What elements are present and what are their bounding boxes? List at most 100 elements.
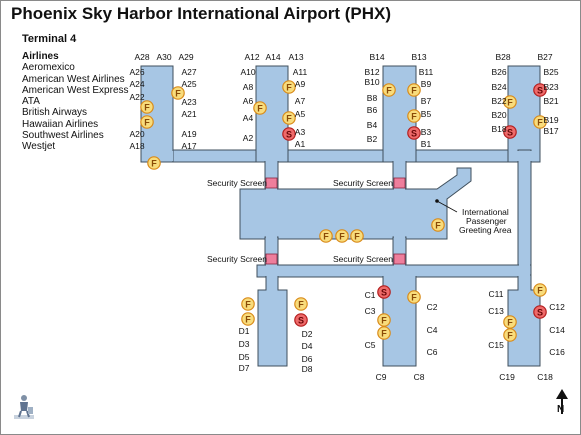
gate-label: A1 <box>295 139 306 149</box>
airline-list: Airlines Aeromexico American West Airlin… <box>22 51 129 153</box>
shop-marker-icon: S <box>533 83 547 97</box>
gate-label: C11 <box>489 289 504 299</box>
gate-label: D8 <box>302 364 313 374</box>
food-marker-label: F <box>286 113 292 123</box>
shop-marker-label: S <box>537 307 543 317</box>
food-marker-label: F <box>381 328 387 338</box>
gate-label: A18 <box>129 141 144 151</box>
north-corridor <box>145 149 534 163</box>
gate-label: B17 <box>543 126 558 136</box>
food-marker-label: F <box>435 220 441 230</box>
food-marker-label: F <box>537 285 543 295</box>
greeting-area-label: Greeting Area <box>459 225 512 235</box>
food-marker-icon: F <box>533 115 547 129</box>
food-marker-label: F <box>507 317 513 327</box>
gate-label: A23 <box>181 97 196 107</box>
food-marker-icon: F <box>503 315 517 329</box>
food-marker-icon: F <box>294 297 308 311</box>
gate-label: B21 <box>543 96 558 106</box>
food-marker-label: F <box>507 97 513 107</box>
airline-item: Westjet <box>22 141 56 153</box>
gate-label: B27 <box>537 52 552 62</box>
gate-label: A30 <box>156 52 171 62</box>
north-label: N <box>557 404 564 415</box>
gate-label: D5 <box>239 352 250 362</box>
food-marker-label: F <box>323 231 329 241</box>
gate-label: B28 <box>495 52 510 62</box>
gate-label: A12 <box>244 52 259 62</box>
concourse-d <box>257 274 288 367</box>
gate-label: A7 <box>295 96 306 106</box>
gate-label: C8 <box>414 372 425 382</box>
gate-label: B3 <box>421 127 432 137</box>
food-marker-label: F <box>175 88 181 98</box>
food-marker-label: F <box>286 82 292 92</box>
gate-label: B8 <box>367 93 378 103</box>
gate-label: A24 <box>129 79 144 89</box>
security-screen-label: Security Screen <box>333 254 393 264</box>
food-marker-icon: F <box>140 115 154 129</box>
food-marker-icon: F <box>171 86 185 100</box>
food-marker-label: F <box>411 292 417 302</box>
gate-label: A17 <box>181 141 196 151</box>
food-marker-label: F <box>339 231 345 241</box>
gate-label: B18 <box>491 124 506 134</box>
greeting-area-label: International <box>462 207 509 217</box>
gate-label: C13 <box>488 306 504 316</box>
gate-label: A14 <box>265 52 280 62</box>
gate-label: A10 <box>240 67 255 77</box>
food-marker-icon: F <box>350 229 364 243</box>
shop-marker-icon: S <box>294 313 308 327</box>
gate-label: D3 <box>239 339 250 349</box>
gate-label: C14 <box>549 325 565 335</box>
airline-item: American West Airlines <box>22 73 125 85</box>
gate-label: A11 <box>293 67 308 77</box>
shop-marker-label: S <box>537 85 543 95</box>
food-marker-icon: F <box>282 111 296 125</box>
shop-marker-icon: S <box>407 126 421 140</box>
gate-label: C1 <box>365 290 376 300</box>
north-arrow-icon: N <box>556 389 568 415</box>
greeting-area-label: Passenger <box>466 216 507 226</box>
security-screen-label: Security Screen <box>333 178 393 188</box>
food-marker-label: F <box>245 299 251 309</box>
gate-label: B6 <box>367 105 378 115</box>
shop-marker-label: S <box>381 287 387 297</box>
gate-label: A6 <box>243 96 254 106</box>
food-marker-label: F <box>354 231 360 241</box>
gate-label: B4 <box>367 120 378 130</box>
shop-marker-icon: S <box>503 125 517 139</box>
gate-label: A8 <box>243 82 254 92</box>
gate-label: C4 <box>427 325 438 335</box>
food-marker-icon: F <box>241 297 255 311</box>
gate-label: D6 <box>302 354 313 364</box>
gate-label: C9 <box>376 372 387 382</box>
food-marker-label: F <box>507 330 513 340</box>
airline-item: Southwest Airlines <box>22 130 104 142</box>
shop-marker-label: S <box>507 127 513 137</box>
gate-label: B20 <box>491 110 506 120</box>
gate-label: C16 <box>549 347 565 357</box>
gate-label: B22 <box>491 96 506 106</box>
security-screen-marker <box>265 177 278 189</box>
gate-label: A27 <box>181 67 196 77</box>
gate-label: D2 <box>302 329 313 339</box>
food-marker-label: F <box>144 117 150 127</box>
gate-label: C19 <box>499 372 515 382</box>
shop-marker-label: S <box>298 315 304 325</box>
gate-label: B1 <box>421 139 432 149</box>
shop-marker-label: S <box>411 128 417 138</box>
food-marker-icon: F <box>147 156 161 170</box>
food-marker-icon: F <box>377 313 391 327</box>
food-marker-label: F <box>245 314 251 324</box>
gate-label: A21 <box>181 109 196 119</box>
food-marker-icon: F <box>377 326 391 340</box>
food-marker-label: F <box>381 315 387 325</box>
gate-label: A25 <box>181 79 196 89</box>
gate-label: A26 <box>129 67 144 77</box>
airline-list-header: Airlines <box>22 51 59 62</box>
gate-label: A4 <box>243 113 254 123</box>
gate-label: C5 <box>365 340 376 350</box>
gate-label: C3 <box>365 306 376 316</box>
